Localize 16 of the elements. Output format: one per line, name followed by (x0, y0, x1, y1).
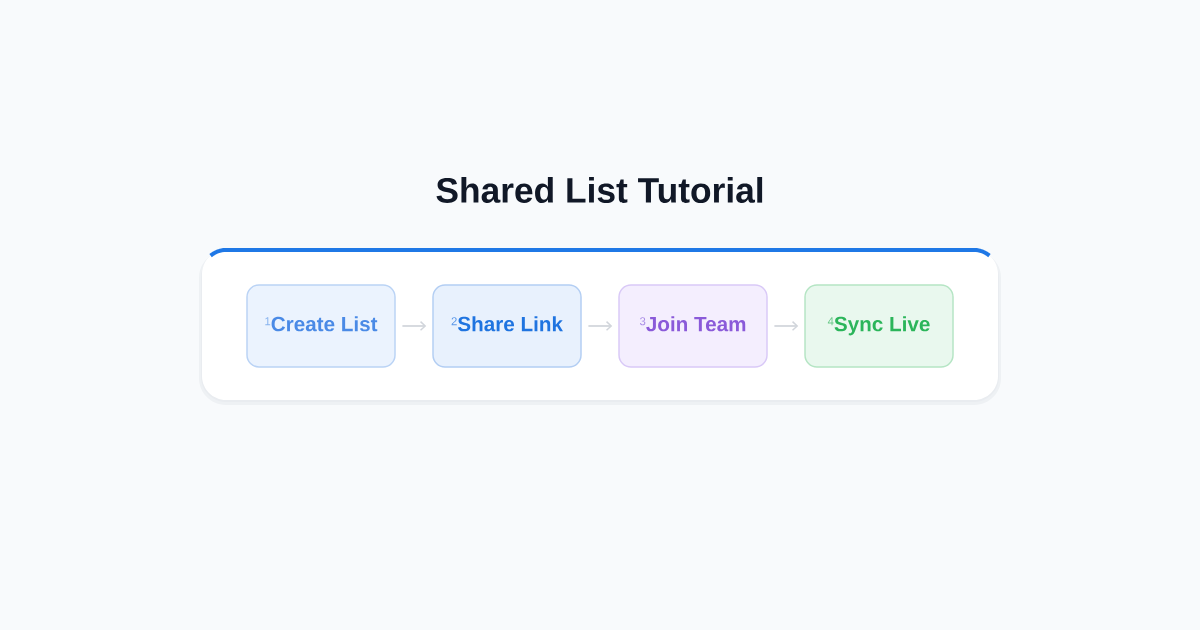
step-label: Sync Live (834, 316, 930, 336)
step-box (618, 284, 768, 368)
step-number: 3 (639, 317, 646, 326)
step-number: 4 (827, 317, 834, 326)
step-label: Join Team (646, 316, 746, 332)
step-number: 2 (451, 317, 457, 326)
step-box (246, 284, 396, 368)
step-box (804, 284, 954, 368)
arrow (773, 320, 799, 332)
arrow (401, 320, 427, 332)
title: Shared List Tutorial (436, 177, 763, 203)
step-label: Create List (271, 316, 378, 332)
arrow (587, 320, 613, 332)
step-box (432, 284, 582, 368)
step-label: Share Link (457, 316, 563, 332)
step-number: 1 (265, 317, 271, 326)
